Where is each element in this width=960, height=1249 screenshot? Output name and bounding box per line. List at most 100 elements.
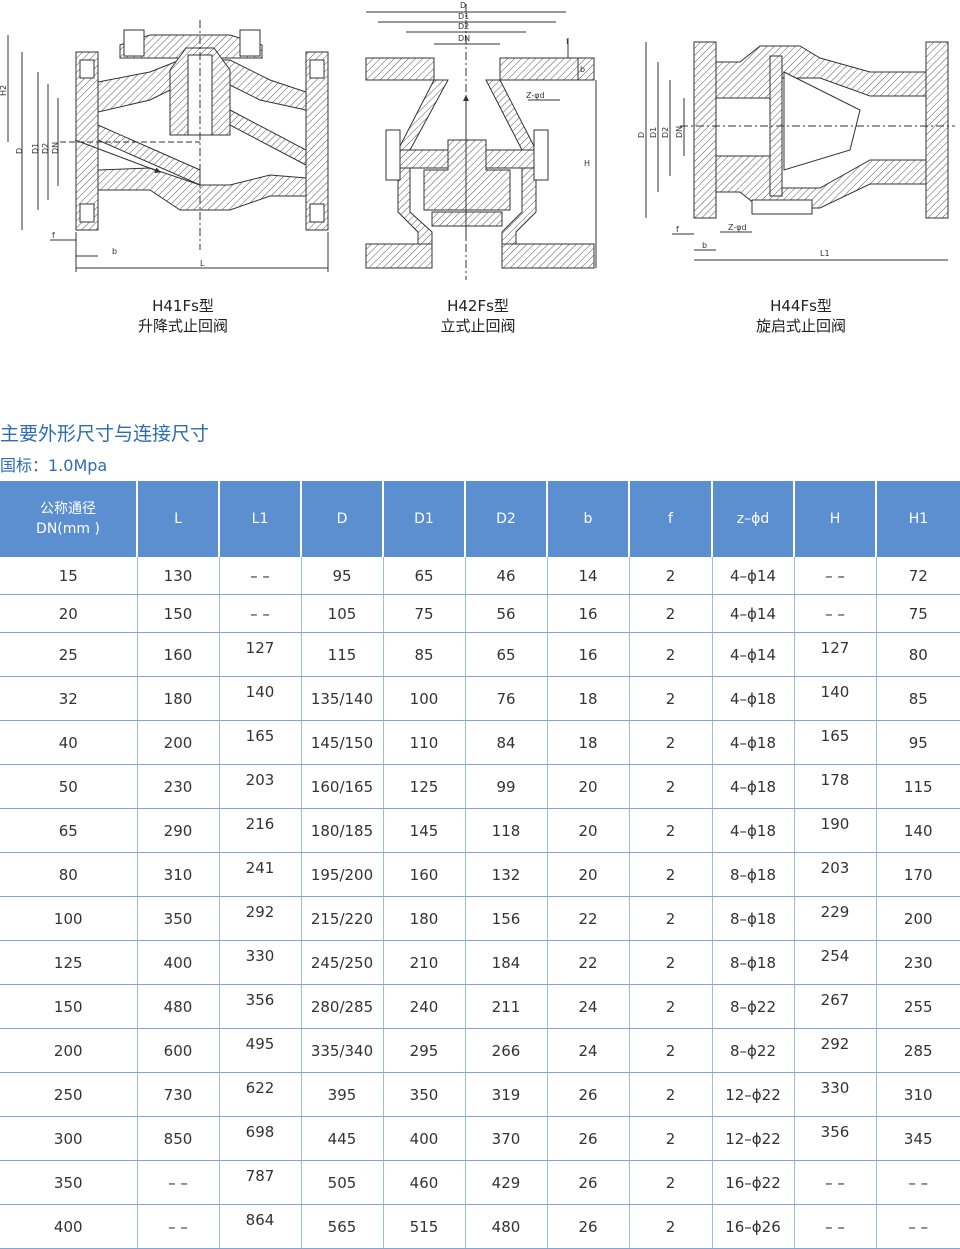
- cell-H: 140: [793, 676, 876, 721]
- cell-f: 2: [628, 720, 712, 765]
- h41-dim-L: L: [200, 259, 205, 268]
- h44-dim-f: f: [676, 225, 679, 234]
- h44-dim-b: b: [702, 241, 707, 250]
- cell-dn: 100: [0, 896, 137, 941]
- cell-dn: 300: [0, 1116, 137, 1161]
- cell-H1: 345: [875, 1116, 960, 1161]
- cell-D: 280/285: [300, 984, 383, 1029]
- cell-z-phi-d: 4–ϕ14: [711, 632, 794, 677]
- cell-H1: 310: [875, 1072, 960, 1117]
- table-header-row: 公称通径 DN(mm ) L L1 D D1 D2 b f z–ϕd H H1: [0, 481, 960, 557]
- cell-L1: 292: [218, 896, 301, 941]
- cell-z-phi-d: 8–ϕ18: [711, 896, 794, 941]
- header-D2: D2: [464, 481, 547, 557]
- cell-z-phi-d: 4–ϕ14: [711, 557, 794, 595]
- cell-b: 22: [546, 940, 629, 985]
- section-title: 主要外形尺寸与连接尺寸: [0, 423, 210, 445]
- cell-L1: 330: [218, 940, 301, 985]
- cell-b: 26: [546, 1204, 629, 1249]
- cell-D: 395: [300, 1072, 383, 1117]
- h44-dim-D2: D2: [661, 127, 670, 138]
- h41-dim-H2: H2: [0, 85, 8, 96]
- cell-dn: 400: [0, 1204, 137, 1249]
- cell-f: 2: [628, 1072, 712, 1117]
- cell-D: 145/150: [300, 720, 383, 765]
- caption-h42-name: 立式止回阀: [440, 317, 516, 335]
- caption-h44: H44Fs型 旋启式止回阀: [681, 296, 921, 336]
- cell-L: 850: [136, 1116, 219, 1161]
- cell-L1: – –: [218, 594, 301, 633]
- cell-dn: 350: [0, 1160, 137, 1205]
- cell-D: 135/140: [300, 676, 383, 721]
- section-standard: 国标：1.0Mpa: [0, 456, 108, 475]
- cell-H: 165: [793, 720, 876, 765]
- cell-b: 16: [546, 594, 629, 633]
- cell-z-phi-d: 8–ϕ18: [711, 940, 794, 985]
- cell-b: 14: [546, 557, 629, 595]
- cell-dn: 65: [0, 808, 137, 853]
- cell-D1: 515: [382, 1204, 465, 1249]
- cell-dn: 250: [0, 1072, 137, 1117]
- cell-L: 130: [136, 557, 219, 595]
- cell-D: 160/165: [300, 764, 383, 809]
- cell-D1: 75: [382, 594, 465, 633]
- cell-D2: 480: [464, 1204, 547, 1249]
- header-dn-line1: 公称通径: [40, 501, 96, 517]
- caption-h44-model: H44Fs型: [770, 297, 832, 315]
- cell-D1: 180: [382, 896, 465, 941]
- h42-dim-D: D: [460, 1, 466, 10]
- caption-h41-name: 升降式止回阀: [137, 317, 228, 335]
- cell-dn: 40: [0, 720, 137, 765]
- cell-f: 2: [628, 896, 712, 941]
- cell-L: 350: [136, 896, 219, 941]
- cell-H1: 255: [875, 984, 960, 1029]
- cell-D1: 65: [382, 557, 465, 595]
- cell-H1: 285: [875, 1028, 960, 1073]
- cell-z-phi-d: 4–ϕ18: [711, 676, 794, 721]
- cell-dn: 150: [0, 984, 137, 1029]
- cell-f: 2: [628, 1028, 712, 1073]
- cell-D: 105: [300, 594, 383, 633]
- cell-D2: 184: [464, 940, 547, 985]
- cell-L1: 140: [218, 676, 301, 721]
- h42-dim-b: b: [580, 65, 585, 74]
- cell-D2: 132: [464, 852, 547, 897]
- cell-H1: 75: [875, 594, 960, 633]
- header-D1: D1: [382, 481, 465, 557]
- cell-H: 127: [793, 632, 876, 677]
- header-D: D: [300, 481, 383, 557]
- h41-dim-f: f: [52, 231, 55, 240]
- cell-D: 505: [300, 1160, 383, 1205]
- cell-b: 26: [546, 1072, 629, 1117]
- cell-f: 2: [628, 940, 712, 985]
- cell-z-phi-d: 8–ϕ18: [711, 852, 794, 897]
- cell-b: 16: [546, 632, 629, 677]
- cell-H1: 230: [875, 940, 960, 985]
- h42-dim-H: H: [584, 159, 590, 168]
- cell-dn: 200: [0, 1028, 137, 1073]
- h44-dim-D1: D1: [649, 127, 658, 138]
- cell-L: – –: [136, 1160, 219, 1205]
- cell-L1: 495: [218, 1028, 301, 1073]
- h42-dim-D1: D1: [458, 12, 469, 21]
- cell-H: 203: [793, 852, 876, 897]
- cell-D2: 56: [464, 594, 547, 633]
- h44-drawing: [645, 41, 955, 261]
- cell-H: 229: [793, 896, 876, 941]
- cell-dn: 25: [0, 632, 137, 677]
- cell-D2: 370: [464, 1116, 547, 1161]
- header-dn-line2: DN(mm ): [36, 521, 100, 537]
- cell-b: 18: [546, 676, 629, 721]
- header-f: f: [628, 481, 712, 557]
- cell-L: – –: [136, 1204, 219, 1249]
- h44-dim-L1: L1: [820, 249, 830, 258]
